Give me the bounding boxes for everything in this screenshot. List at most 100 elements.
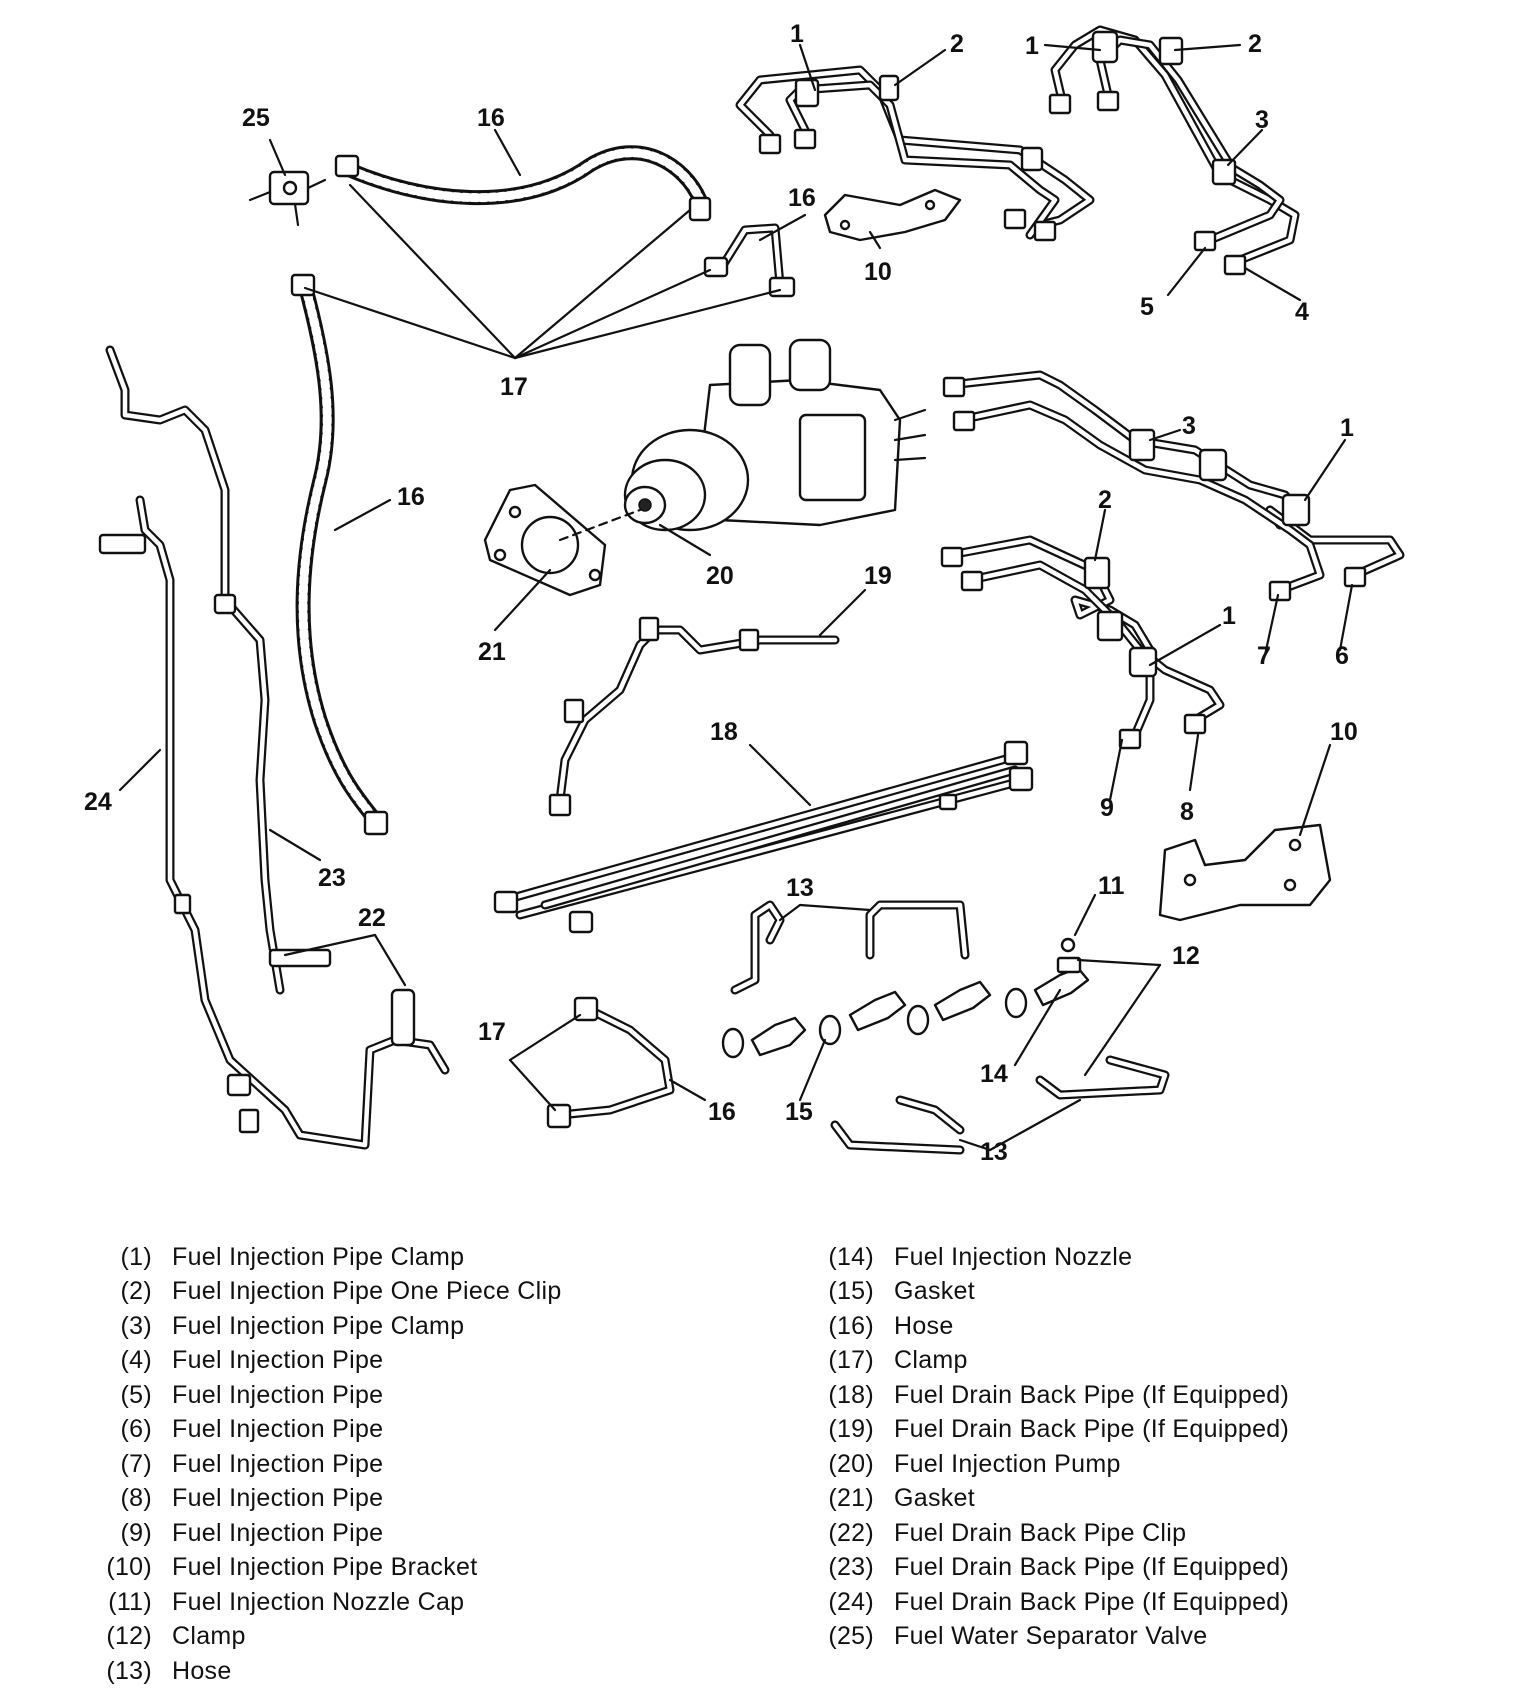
callout-17: 17: [478, 1018, 506, 1046]
legend-item: (18) Fuel Drain Back Pipe (If Equipped): [810, 1378, 1289, 1413]
legend-item-number: (20): [828, 1449, 874, 1478]
callout-13: 13: [980, 1138, 1008, 1166]
legend-item-number: (7): [120, 1449, 152, 1478]
legend-item: (17) Clamp: [810, 1344, 1289, 1379]
legend-item-number: (16): [828, 1311, 874, 1340]
legend-item-label: Clamp: [894, 1346, 968, 1375]
legend-item-number: (6): [120, 1415, 152, 1444]
legend-item-number: (2): [120, 1277, 152, 1306]
pipe-bracket-top: [823, 188, 962, 242]
legend-item: (10)Fuel Injection Pipe Bracket: [80, 1551, 562, 1586]
legend-item-number: (18): [828, 1380, 874, 1409]
injection-pipe-set-middle-right: [940, 535, 1225, 750]
callout-1: 1: [1222, 602, 1236, 630]
callout-16: 16: [477, 104, 505, 132]
legend-item-number: (11): [108, 1587, 152, 1616]
legend-item-number: (25): [828, 1622, 874, 1651]
legend-item-label: Clamp: [172, 1622, 246, 1651]
parts-legend: (1) Fuel Injection Pipe Clamp (2) Fuel Inje…: [0, 1240, 1520, 1685]
callout-8: 8: [1180, 798, 1194, 826]
legend-item: (11) Fuel Injection Nozzle Cap: [80, 1585, 562, 1620]
legend-column-right: (14) Fuel Injection Nozzle (15) Gasket (16) H…: [810, 1240, 1289, 1654]
legend-item: (24)Fuel Drain Back Pipe (If Equipped): [810, 1585, 1289, 1620]
legend-item-label: Fuel Drain Back Pipe (If Equipped): [894, 1415, 1290, 1444]
fuel-injection-pump: [623, 338, 927, 532]
leader-lines: [118, 43, 1354, 1152]
clamp-leaders-17-top: [303, 183, 782, 360]
short-hose-bend: [703, 223, 796, 298]
legend-item: (14) Fuel Injection Nozzle: [810, 1240, 1289, 1275]
drain-back-pipe-clip: [390, 988, 416, 1047]
hose-13-upper: [730, 900, 970, 995]
callout-19: 19: [864, 562, 892, 590]
legend-item-label: Fuel Injection Pipe: [172, 1415, 384, 1444]
legend-item: (5)Fuel Injection Pipe: [80, 1378, 562, 1413]
drain-back-pipe-18: [493, 740, 1034, 934]
callout-11: 11: [1098, 872, 1125, 900]
hose-lower-u: [508, 996, 675, 1129]
callout-25: 25: [242, 104, 270, 132]
legend-item: (8) Fuel Injection Pipe: [80, 1482, 562, 1517]
legend-item-number: (22): [828, 1518, 874, 1547]
legend-item-label: Fuel Injection Pipe One Piece Clip: [172, 1277, 562, 1306]
callout-2: 2: [1098, 486, 1112, 514]
legend-item-label: Hose: [894, 1311, 954, 1340]
legend-item-number: (14): [828, 1242, 874, 1271]
legend-item-label: Gasket: [894, 1484, 975, 1513]
drain-back-pipe-24: [98, 495, 450, 1150]
legend-item-label: Fuel Drain Back Pipe Clip: [894, 1518, 1187, 1547]
legend-item-label: Fuel Injection Pump: [894, 1449, 1121, 1478]
legend-item: (4) Fuel Injection Pipe: [80, 1344, 562, 1379]
legend-item-label: Fuel Injection Nozzle: [894, 1242, 1133, 1271]
diagram-canvas: 1 2 1 2 3 25 16 16 10 5 4 17 3 1 16 2 20…: [84, 20, 1405, 1166]
pump-gasket: [483, 483, 642, 597]
legend-item-label: Fuel Injection Pipe: [172, 1346, 384, 1375]
injection-pipe-set-right: [942, 370, 1405, 602]
nozzles-and-gaskets: [721, 937, 1090, 1059]
legend-item-number: (1): [120, 1242, 152, 1271]
callout-13: 13: [786, 874, 814, 902]
legend-item-label: Fuel Injection Nozzle Cap: [172, 1587, 465, 1616]
legend-item: (16) Hose: [810, 1309, 1289, 1344]
pipe-bracket-lower-right: [1158, 823, 1332, 922]
callout-1: 1: [1340, 414, 1354, 442]
legend-item-number: (15): [828, 1277, 874, 1306]
callout-10: 10: [1330, 718, 1358, 746]
callout-7: 7: [1257, 642, 1271, 670]
drain-back-pipe-23: [105, 345, 332, 995]
legend-item-number: (23): [828, 1553, 874, 1582]
callout-16: 16: [708, 1098, 736, 1126]
callout-3: 3: [1182, 412, 1196, 440]
callout-1: 1: [1025, 32, 1039, 60]
legend-item-label: Fuel Injection Pipe: [172, 1518, 384, 1547]
legend-item-label: Fuel Drain Back Pipe (If Equipped): [894, 1380, 1290, 1409]
legend-item-number: (17): [828, 1346, 874, 1375]
exploded-parts-diagram: 1 2 1 2 3 25 16 16 10 5 4 17 3 1 16 2 20…: [84, 20, 1405, 1166]
legend-item-number: (8): [120, 1484, 152, 1513]
legend-item-number: (21): [828, 1484, 874, 1513]
callout-2: 2: [1248, 30, 1262, 58]
callout-1: 1: [790, 20, 804, 48]
legend-item: (7)Fuel Injection Pipe: [80, 1447, 562, 1482]
callout-16: 16: [788, 184, 816, 212]
fuel-water-separator-valve: [248, 170, 327, 227]
legend-item-label: Gasket: [894, 1277, 975, 1306]
callout-10: 10: [864, 258, 892, 286]
legend-item-label: Fuel Water Separator Valve: [894, 1622, 1208, 1651]
legend-item: (21) Gasket: [810, 1482, 1289, 1517]
callout-21: 21: [478, 638, 506, 666]
callout-5: 5: [1140, 293, 1154, 321]
callout-12: 12: [1172, 942, 1200, 970]
legend-item-number: (9): [120, 1518, 152, 1547]
hose-top: [334, 145, 712, 222]
legend-item: (20) Fuel Injection Pump: [810, 1447, 1289, 1482]
callout-15: 15: [785, 1098, 813, 1126]
hose-long-vertical: [290, 273, 389, 836]
legend-item: (9) Fuel Injection Pipe: [80, 1516, 562, 1551]
legend-item-number: (4): [120, 1346, 152, 1375]
legend-item-label: Fuel Injection Pipe: [172, 1484, 384, 1513]
callout-20: 20: [706, 562, 734, 590]
drain-back-pipe-19: [548, 616, 840, 817]
legend-item-number: (12): [106, 1622, 152, 1651]
hose-13-lower: [830, 1055, 1170, 1155]
